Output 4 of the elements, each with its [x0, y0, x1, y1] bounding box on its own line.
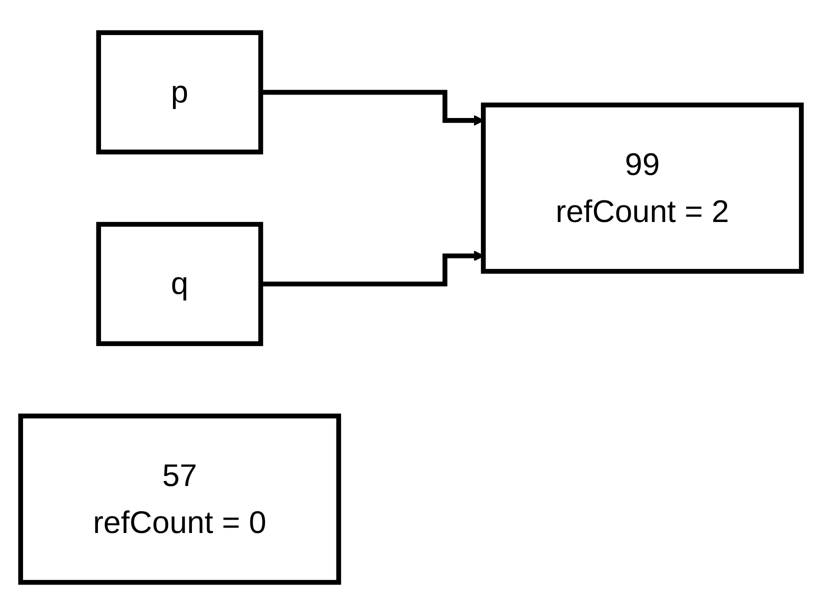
- node-box: 57 refCount = 0: [18, 414, 342, 585]
- node-box: p: [96, 30, 264, 154]
- node-box: 99 refCount = 2: [480, 102, 804, 274]
- node-box: q: [96, 222, 264, 346]
